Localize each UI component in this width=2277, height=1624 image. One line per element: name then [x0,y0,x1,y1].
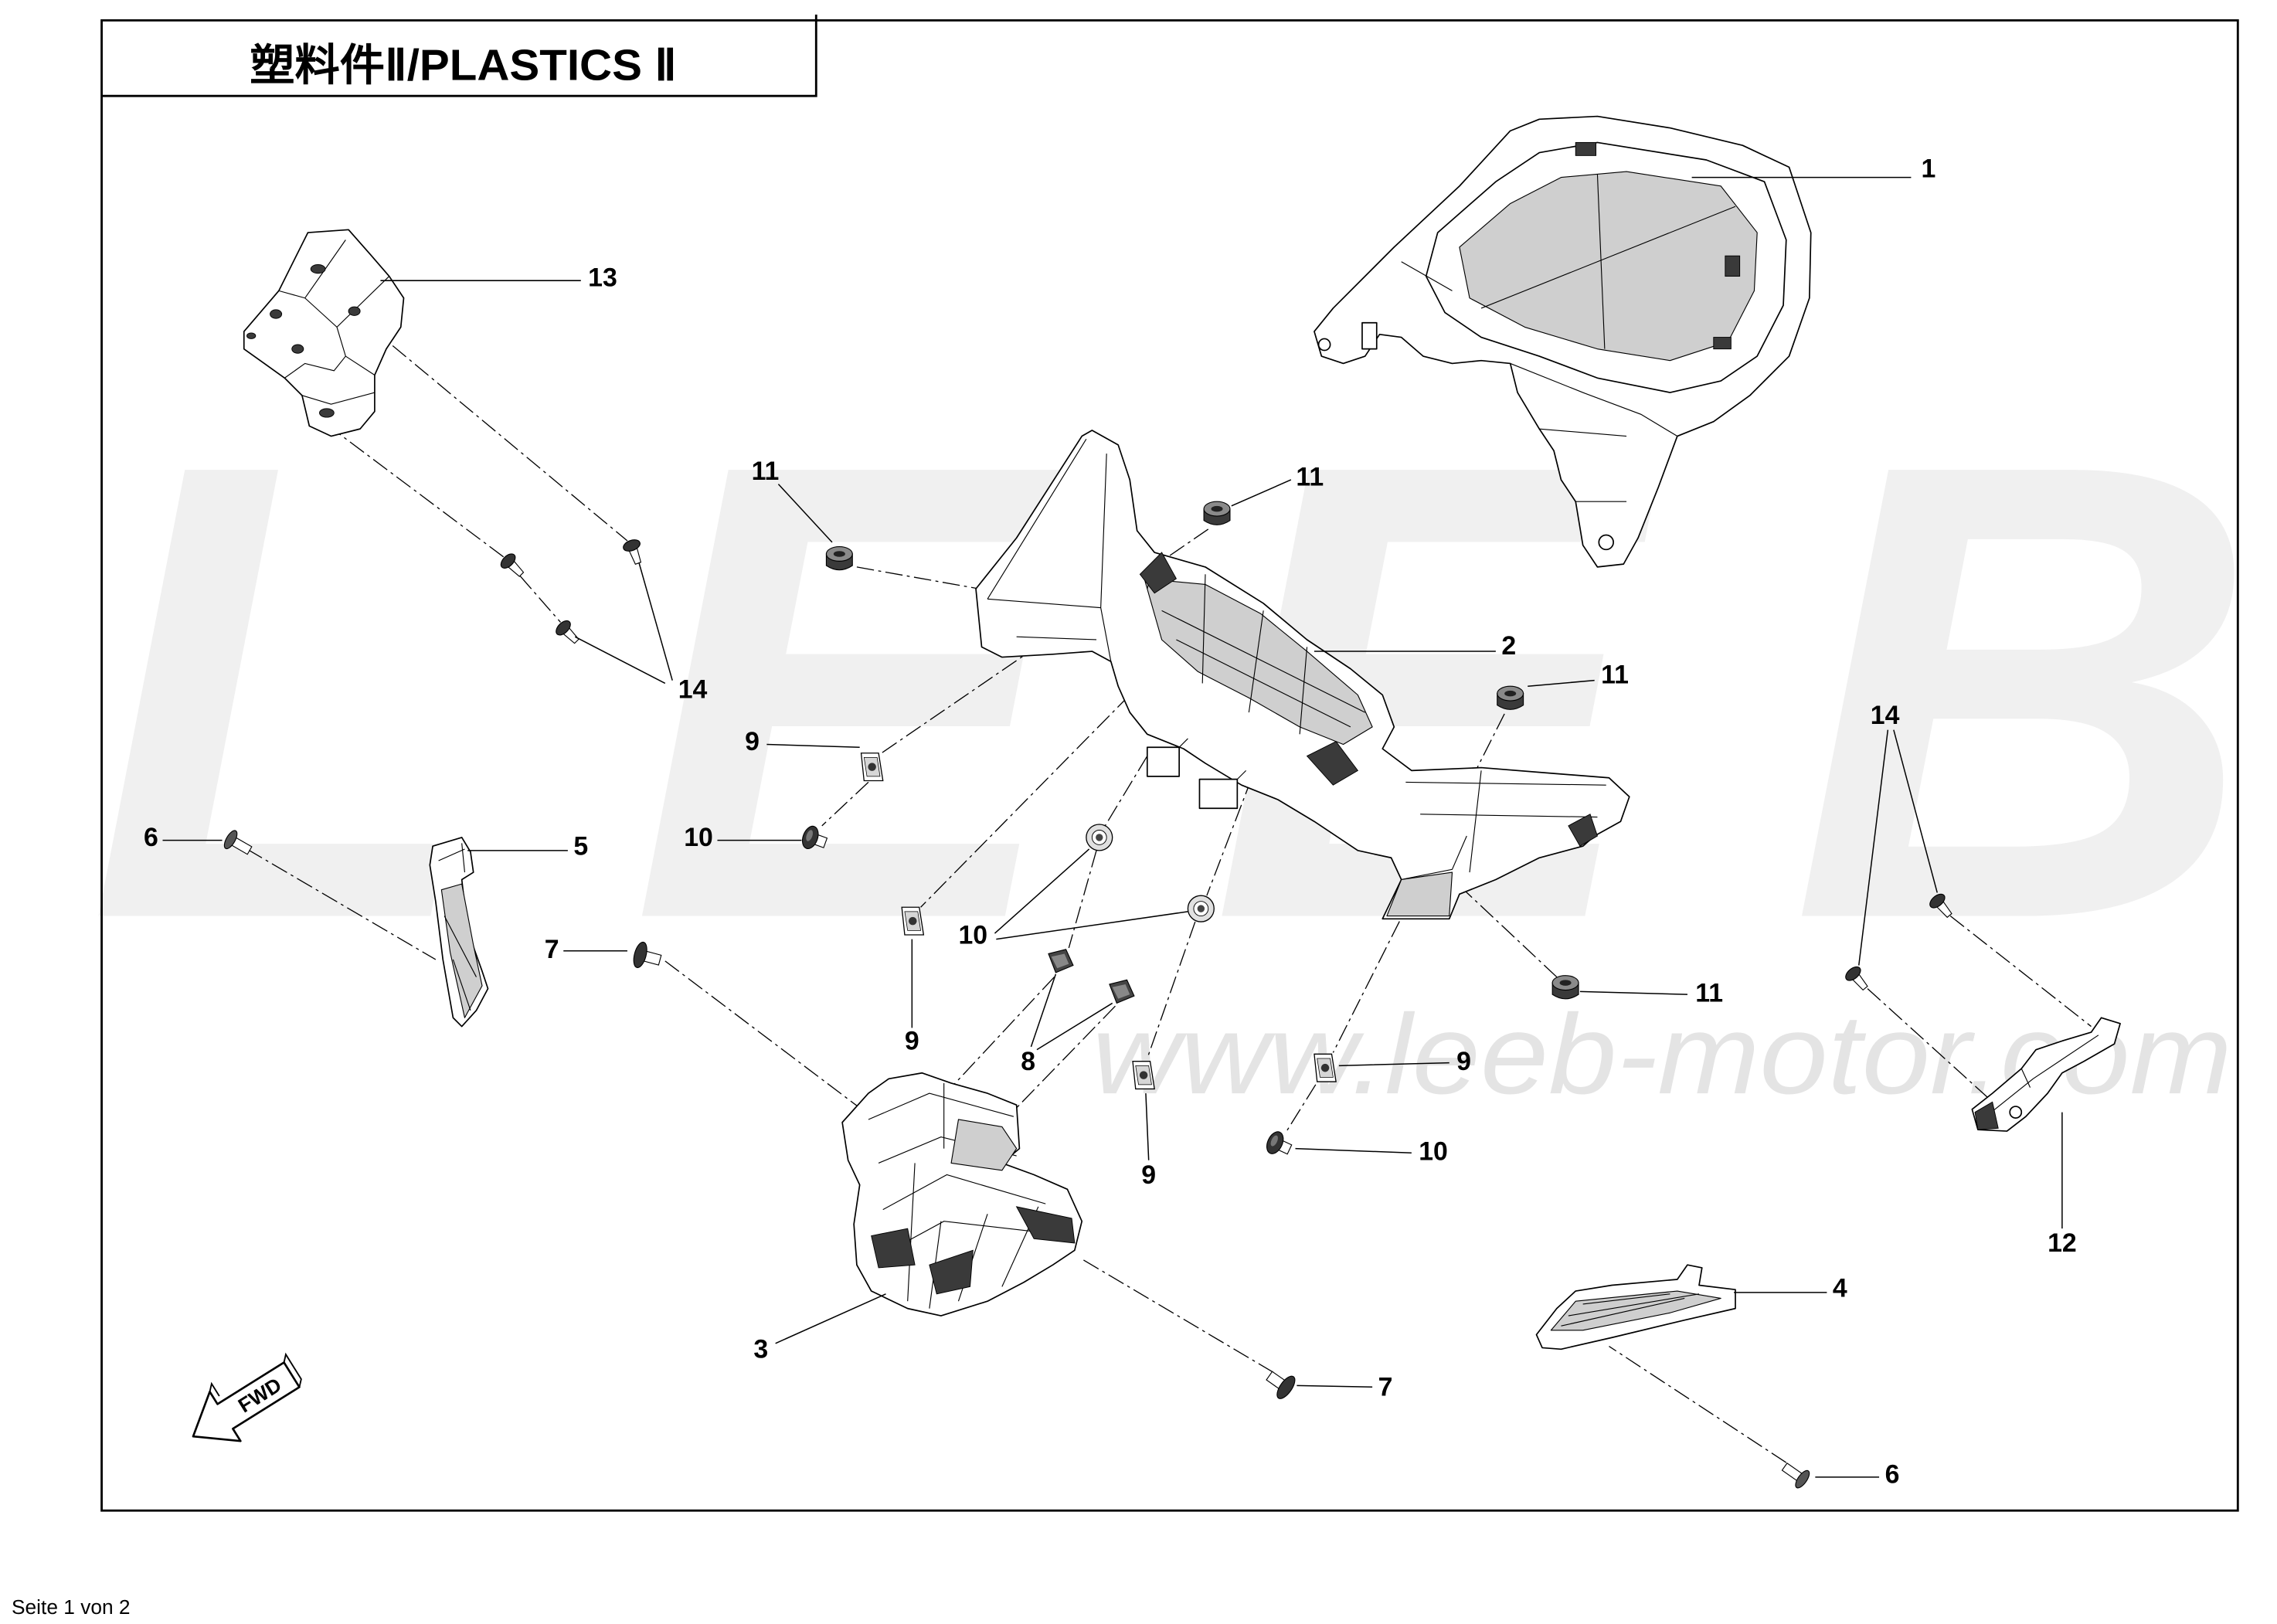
part-10-nut [1085,824,1113,851]
part-12-drawing [1971,1017,2121,1132]
part-13-details [278,240,390,405]
part-1-lug [1361,321,1378,350]
page-title: 塑料件Ⅱ/PLASTICS Ⅱ [250,40,677,89]
part-13-hole [319,408,335,418]
callout-label: 3 [753,1335,768,1364]
fwd-arrow-icon: FWD [192,1352,302,1442]
part-2-left-wing [987,439,1112,662]
callout-label: 9 [1141,1160,1156,1190]
part-2-clip-seat [1146,746,1180,777]
fwd-arrow-shape [192,1361,301,1442]
callout-label: 9 [905,1027,919,1056]
part-1-tab [1725,255,1741,277]
part-2-center-recess [1144,578,1373,746]
callout-label: 2 [1501,631,1516,661]
center-lines [246,326,2092,1463]
part-2-lower-face [1386,871,1453,917]
part-13-hole [270,309,283,319]
part-1-tab [1713,337,1732,350]
callout-label: 10 [1419,1137,1448,1167]
part-14-screw [498,550,528,581]
callout-label: 7 [1378,1373,1393,1402]
callout-label: 8 [1021,1047,1035,1076]
part-1-hole [1317,338,1331,352]
part-5-drawing [429,837,489,1028]
part-1-tab [1575,141,1597,156]
part-3-panel [950,1119,1018,1171]
callout-label: 5 [573,831,588,861]
page-footer: Seite 1 von 2 [12,1595,131,1619]
part-2-boss [1306,741,1359,786]
part-12-end-face [1974,1101,1999,1130]
diagram-canvas: LEEB www.leeb-motor.com 塑料件Ⅱ/PLASTICS Ⅱ [12,14,2258,1619]
callout-label: 11 [752,457,780,486]
part-4-details [1561,1293,1700,1327]
callout-label: 6 [1885,1459,1900,1489]
part-2-boss [1568,814,1599,847]
part-5-details [438,843,477,1011]
title-box [101,14,817,97]
part-9-clip-nut [1314,1053,1337,1083]
part-11-grommet [1551,974,1579,1000]
callout-label: 11 [1695,979,1723,1008]
part-9-clip-nut [901,906,925,936]
part-14-screw [552,617,583,648]
part-13-hole [246,332,257,339]
part-1-hole [1598,534,1614,551]
callout-label: 7 [545,935,559,964]
part-3-vent [871,1228,916,1269]
callout-label: 6 [144,823,158,852]
part-2-boss [1139,552,1178,594]
part-13-hole [310,264,326,274]
part-12-hole [2009,1106,2023,1119]
part-12-details [1982,1035,2099,1120]
part-2-clip-edges [1178,738,1247,780]
part-13-hole [291,344,304,354]
part-9-clip-nut [860,752,884,782]
callout-label: 12 [2048,1228,2077,1258]
part-10-nut [1187,895,1215,923]
callout-label: 14 [678,674,708,704]
callout-label: 11 [1296,463,1324,492]
part-5-lens [440,883,483,1018]
callout-label: 11 [1601,660,1629,689]
part-3-drawing [841,1072,1083,1317]
fwd-arrow-depth [209,1352,302,1397]
diagram-frame [100,19,2239,1512]
callout-label: 13 [588,263,617,293]
part-1-details [1401,174,1736,502]
callout-label: 9 [1456,1047,1471,1076]
part-1-drawing [1314,115,1812,568]
part-11-grommet [1203,501,1231,526]
part-13-hole [348,306,361,316]
part-3-vent [929,1249,974,1295]
part-2-drawing [975,430,1630,920]
part-4-drawing [1535,1264,1736,1351]
callout-label: 10 [958,920,987,950]
part-3-vent [1015,1206,1076,1244]
part-1-window [1459,171,1758,362]
callout-label: 14 [1871,701,1900,730]
part-12-outline [1971,1017,2121,1132]
callout-label: 9 [745,727,760,756]
part-6-pin [1778,1458,1813,1491]
part-7-rivet [1261,1364,1299,1402]
callout-leaders [162,176,2063,1478]
part-11-grommet [1496,685,1524,711]
part-10-screw [1263,1128,1296,1161]
part-13-drawing [243,229,405,437]
part-2-clip-seat [1198,778,1239,810]
part-9-clip-nut [1132,1060,1156,1090]
callout-label: 10 [684,823,713,852]
part-2-right-wing [1394,770,1606,902]
callout-label: 1 [1922,155,1936,184]
part-4-lens [1550,1290,1721,1331]
callout-label: 4 [1833,1274,1847,1303]
part-11-grommet [825,545,854,571]
